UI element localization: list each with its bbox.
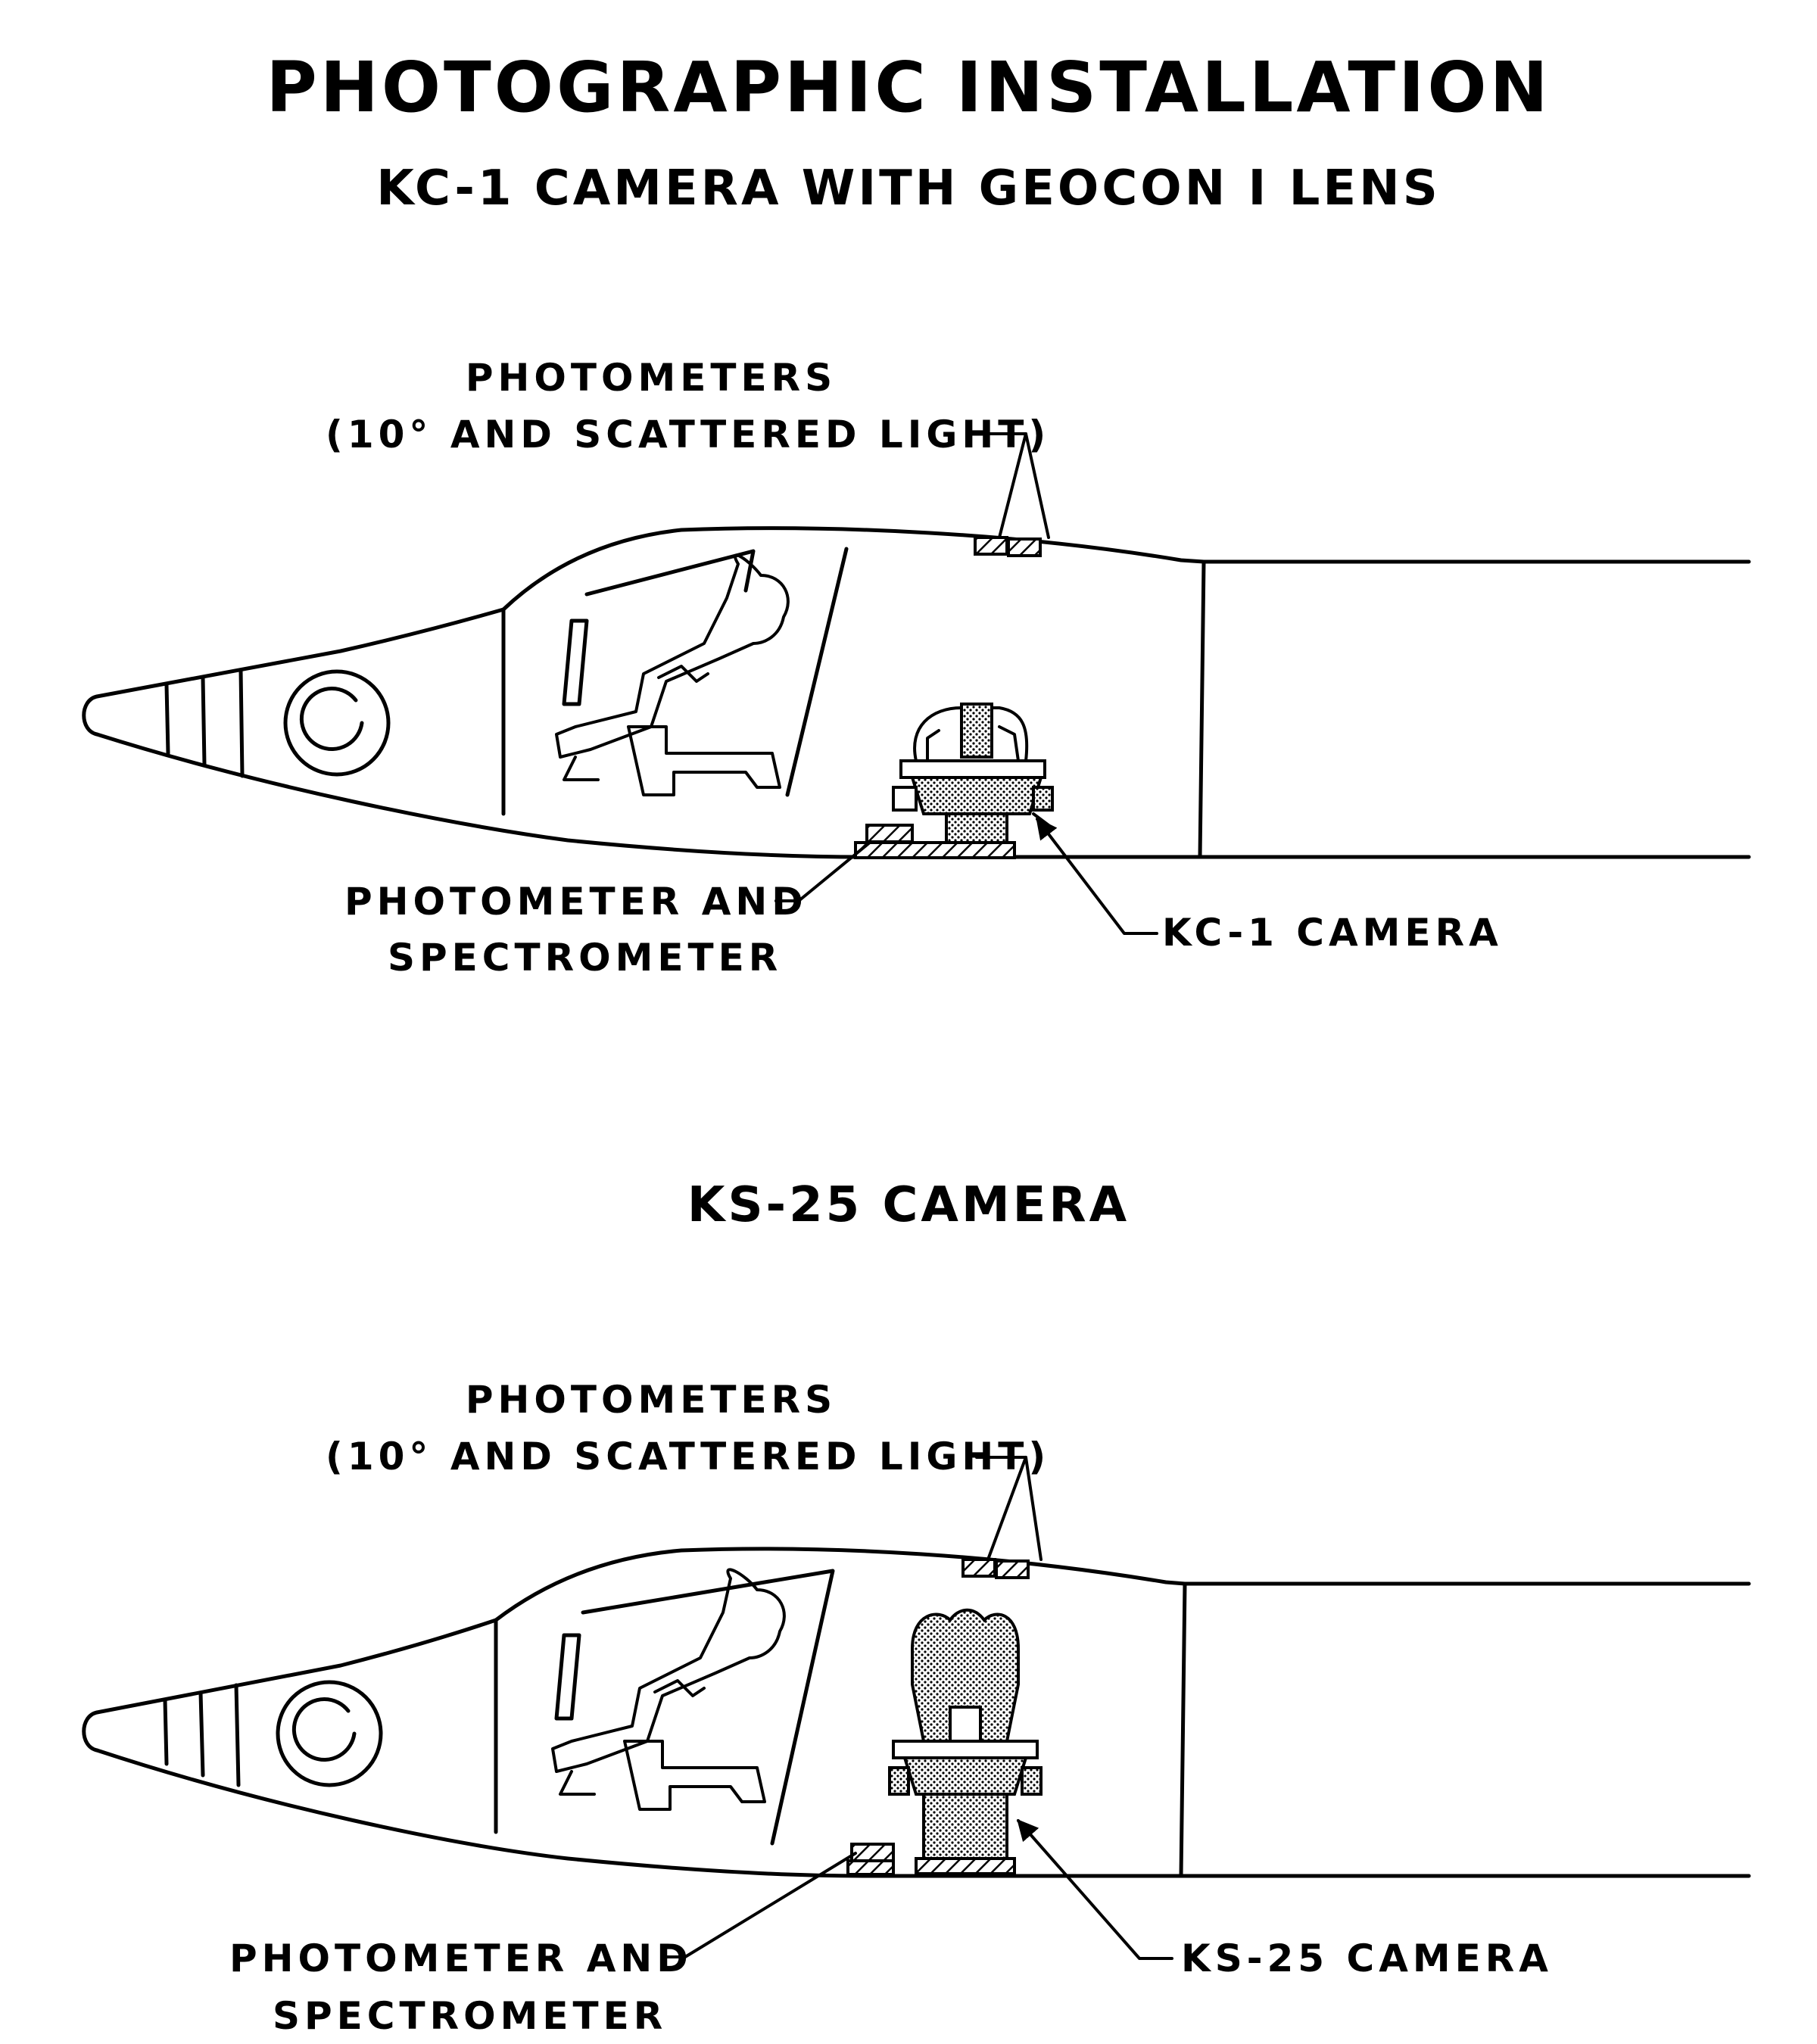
top-photometers-sublabel: (10° AND SCATTERED LIGHT) <box>326 413 1051 456</box>
top-photometers-label: PHOTOMETERS <box>465 356 837 400</box>
top-kc1-camera <box>892 703 1054 844</box>
bottom-photometers <box>961 1558 1030 1579</box>
bottom-photometers-leader <box>975 1456 1043 1561</box>
bottom-photometers-sublabel: (10° AND SCATTERED LIGHT) <box>326 1435 1051 1478</box>
bottom-photometer-spectrometer-sublabel: SPECTROMETER <box>273 1994 668 2038</box>
bottom-photometer-spectrometer <box>846 1843 895 1876</box>
bottom-diagram-heading: KS-25 CAMERA <box>687 1177 1130 1233</box>
page-title: PHOTOGRAPHIC INSTALLATION <box>266 47 1551 128</box>
bottom-ks25-camera <box>888 1608 1043 1875</box>
top-kc1-camera-label: KC-1 CAMERA <box>1162 911 1503 955</box>
bottom-photometer-spectrometer-leader <box>661 1852 857 1958</box>
top-photometer-spectrometer-sublabel: SPECTROMETER <box>388 936 783 980</box>
top-photometers <box>974 536 1042 557</box>
bottom-ks25-camera-leader <box>1017 1818 1173 1960</box>
bottom-ks25-camera-label: KS-25 CAMERA <box>1181 1937 1553 1980</box>
top-photometer-spectrometer <box>854 824 1016 859</box>
top-photometers-leader <box>975 432 1050 539</box>
top-photometer-spectrometer-leader <box>774 840 872 902</box>
bottom-photometer-spectrometer-label: PHOTOMETER AND <box>229 1937 693 1980</box>
top-photometer-spectrometer-label: PHOTOMETER AND <box>344 880 808 924</box>
bottom-photometers-label: PHOTOMETERS <box>465 1378 837 1422</box>
top-diagram-heading: KC-1 CAMERA WITH GEOCON I LENS <box>376 160 1441 217</box>
top-kc1-camera-leader <box>1036 817 1158 935</box>
